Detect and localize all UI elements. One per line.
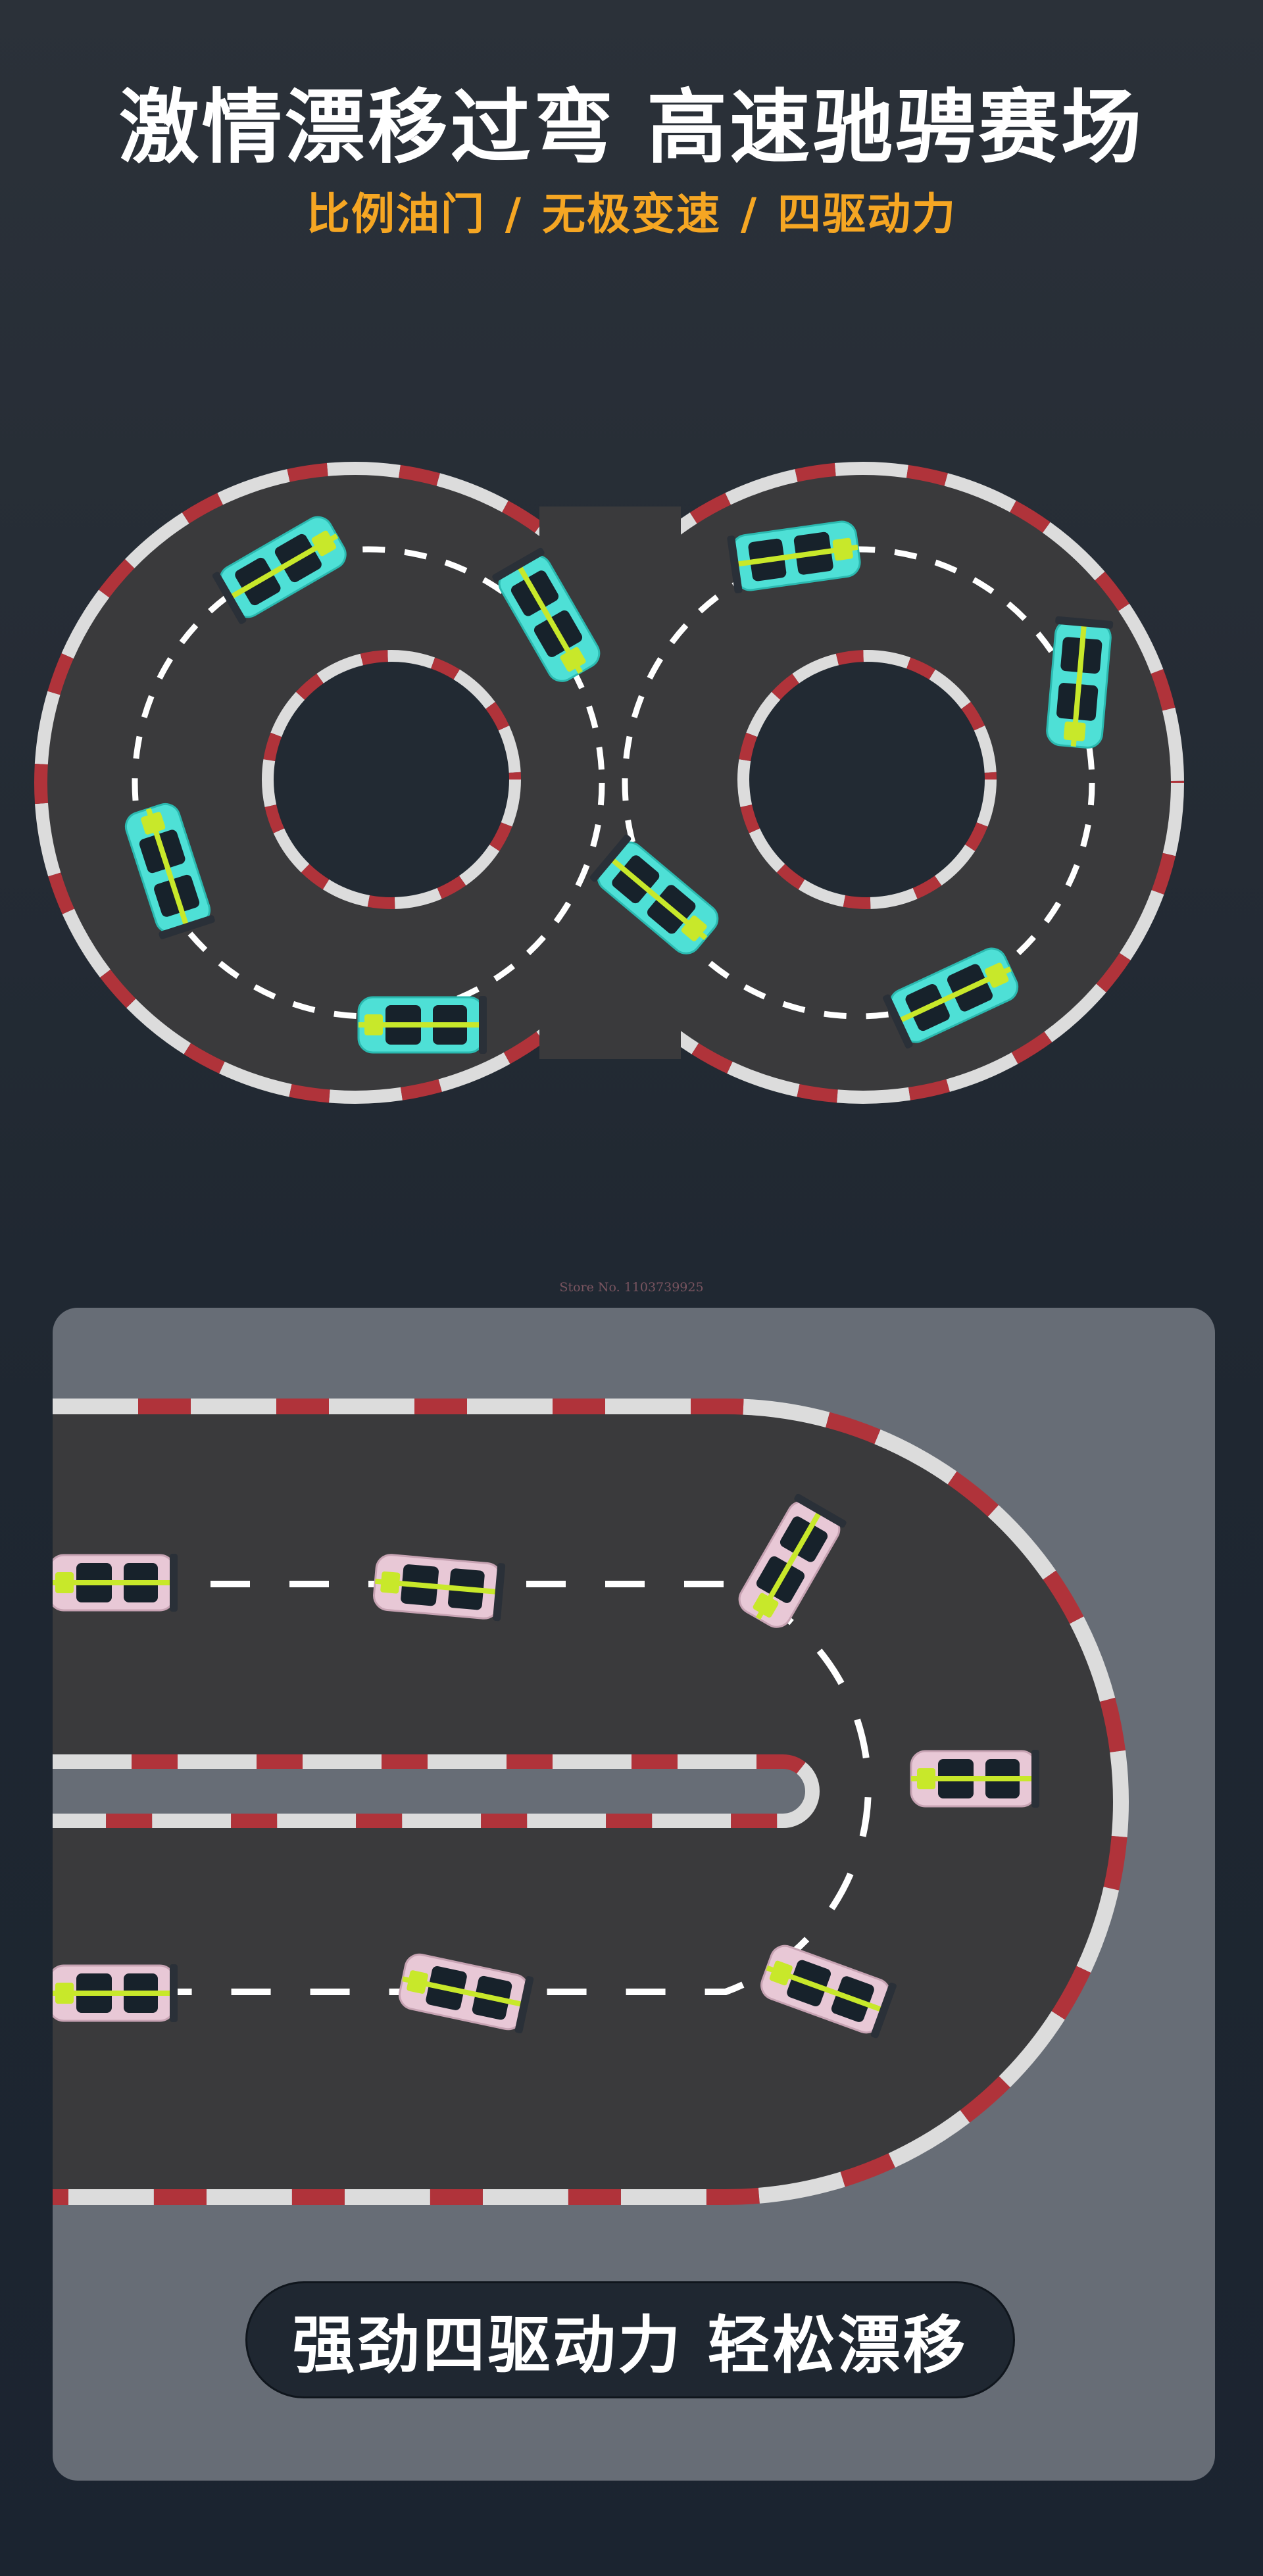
inner-island-left <box>262 650 521 909</box>
feature-list: 比例油门 / 无极变速 / 四驱动力 <box>0 179 1263 242</box>
figure-eight-track <box>34 462 1184 1104</box>
inner-curb-white <box>53 1754 820 1828</box>
feature-separator: / <box>741 189 758 239</box>
inner-island-right <box>737 650 997 909</box>
inner-divider <box>53 1762 812 1821</box>
feature-stepless-speed: 无极变速 <box>542 189 721 239</box>
feature-separator: / <box>505 189 522 239</box>
inner-curb-red <box>53 1754 820 1828</box>
store-watermark: Store No. 1103739925 <box>559 1280 704 1295</box>
headline: 激情漂移过弯 高速驰骋赛场 <box>118 81 1145 174</box>
tagline-pill: 强劲四驱动力 轻松漂移 <box>245 2281 1015 2398</box>
outer-curb-white <box>53 1399 1129 2205</box>
hairpin-track <box>53 1399 1129 2205</box>
drift-panel: 强劲四驱动力 轻松漂移 <box>53 1308 1215 2481</box>
feature-four-wheel-drive: 四驱动力 <box>778 189 957 239</box>
feature-proportional-throttle: 比例油门 <box>306 189 485 239</box>
